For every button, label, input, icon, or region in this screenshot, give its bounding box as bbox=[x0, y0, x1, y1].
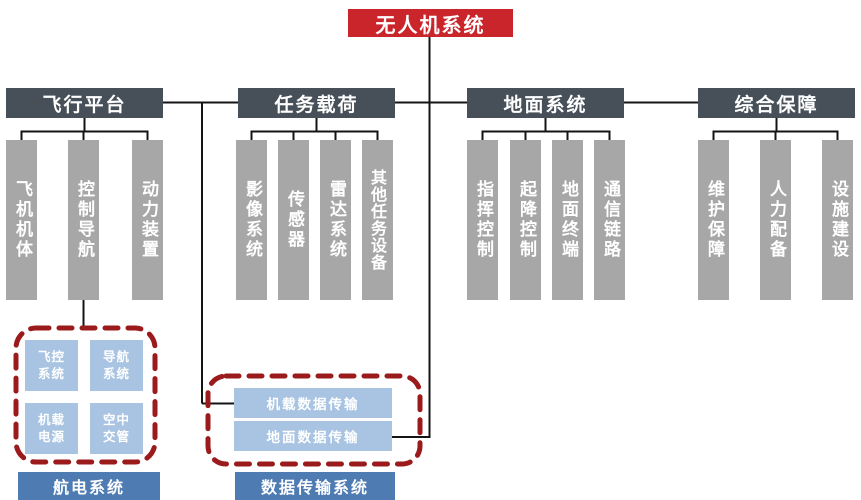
node-air-traffic-management: 空中交管 bbox=[90, 403, 143, 454]
data-transmission-system-label: 数据传输系统 bbox=[235, 472, 395, 500]
node-manpower-allocation: 人力配备 bbox=[760, 140, 791, 300]
node-command-control: 指挥控制 bbox=[467, 140, 498, 300]
node-onboard-power: 机载电源 bbox=[25, 403, 78, 454]
root-node-uav-system: 无人机系统 bbox=[348, 9, 513, 37]
node-label: 传感器 bbox=[284, 190, 304, 250]
node-radar-system: 雷达系统 bbox=[320, 140, 351, 300]
node-airborne-data-transmission: 机载数据传输 bbox=[234, 388, 392, 418]
node-label: 其他任务设备 bbox=[368, 169, 387, 271]
group-header-flight-platform: 飞行平台 bbox=[6, 88, 163, 118]
node-label: 通信链路 bbox=[600, 180, 620, 260]
node-label: 起降控制 bbox=[516, 180, 536, 260]
node-imaging-system: 影像系统 bbox=[236, 140, 267, 300]
node-other-mission-equipment: 其他任务设备 bbox=[362, 140, 393, 300]
node-flight-control-system: 飞控系统 bbox=[25, 340, 78, 391]
node-label: 设施建设 bbox=[828, 180, 848, 260]
node-facility-construction: 设施建设 bbox=[822, 140, 853, 300]
node-ground-data-transmission: 地面数据传输 bbox=[234, 421, 392, 451]
node-label: 动力装置 bbox=[138, 180, 158, 260]
node-label: 飞机机体 bbox=[12, 180, 32, 260]
node-ground-terminal: 地面终端 bbox=[552, 140, 583, 300]
node-communication-link: 通信链路 bbox=[594, 140, 625, 300]
node-takeoff-landing-control: 起降控制 bbox=[510, 140, 541, 300]
group-header-ground-system: 地面系统 bbox=[467, 88, 624, 118]
group-header-integrated-support: 综合保障 bbox=[698, 88, 855, 118]
node-navigation-system: 导航系统 bbox=[90, 340, 143, 391]
datalink-dashed-outline bbox=[205, 373, 423, 467]
avionics-system-label: 航电系统 bbox=[18, 472, 160, 500]
node-label: 影像系统 bbox=[242, 180, 262, 260]
node-control-navigation: 控制导航 bbox=[68, 140, 99, 300]
node-aircraft-body: 飞机机体 bbox=[6, 140, 37, 300]
node-power-plant: 动力装置 bbox=[132, 140, 163, 300]
node-maintenance-support: 维护保障 bbox=[698, 140, 729, 300]
node-label: 维护保障 bbox=[704, 180, 724, 260]
node-label: 地面终端 bbox=[558, 180, 578, 260]
group-header-mission-payload: 任务载荷 bbox=[238, 88, 395, 118]
avionics-dashed-outline bbox=[13, 325, 158, 465]
node-sensors: 传感器 bbox=[278, 140, 309, 300]
node-label: 雷达系统 bbox=[326, 180, 346, 260]
node-label: 控制导航 bbox=[74, 180, 94, 260]
node-label: 人力配备 bbox=[766, 180, 786, 260]
node-label: 指挥控制 bbox=[473, 180, 493, 260]
